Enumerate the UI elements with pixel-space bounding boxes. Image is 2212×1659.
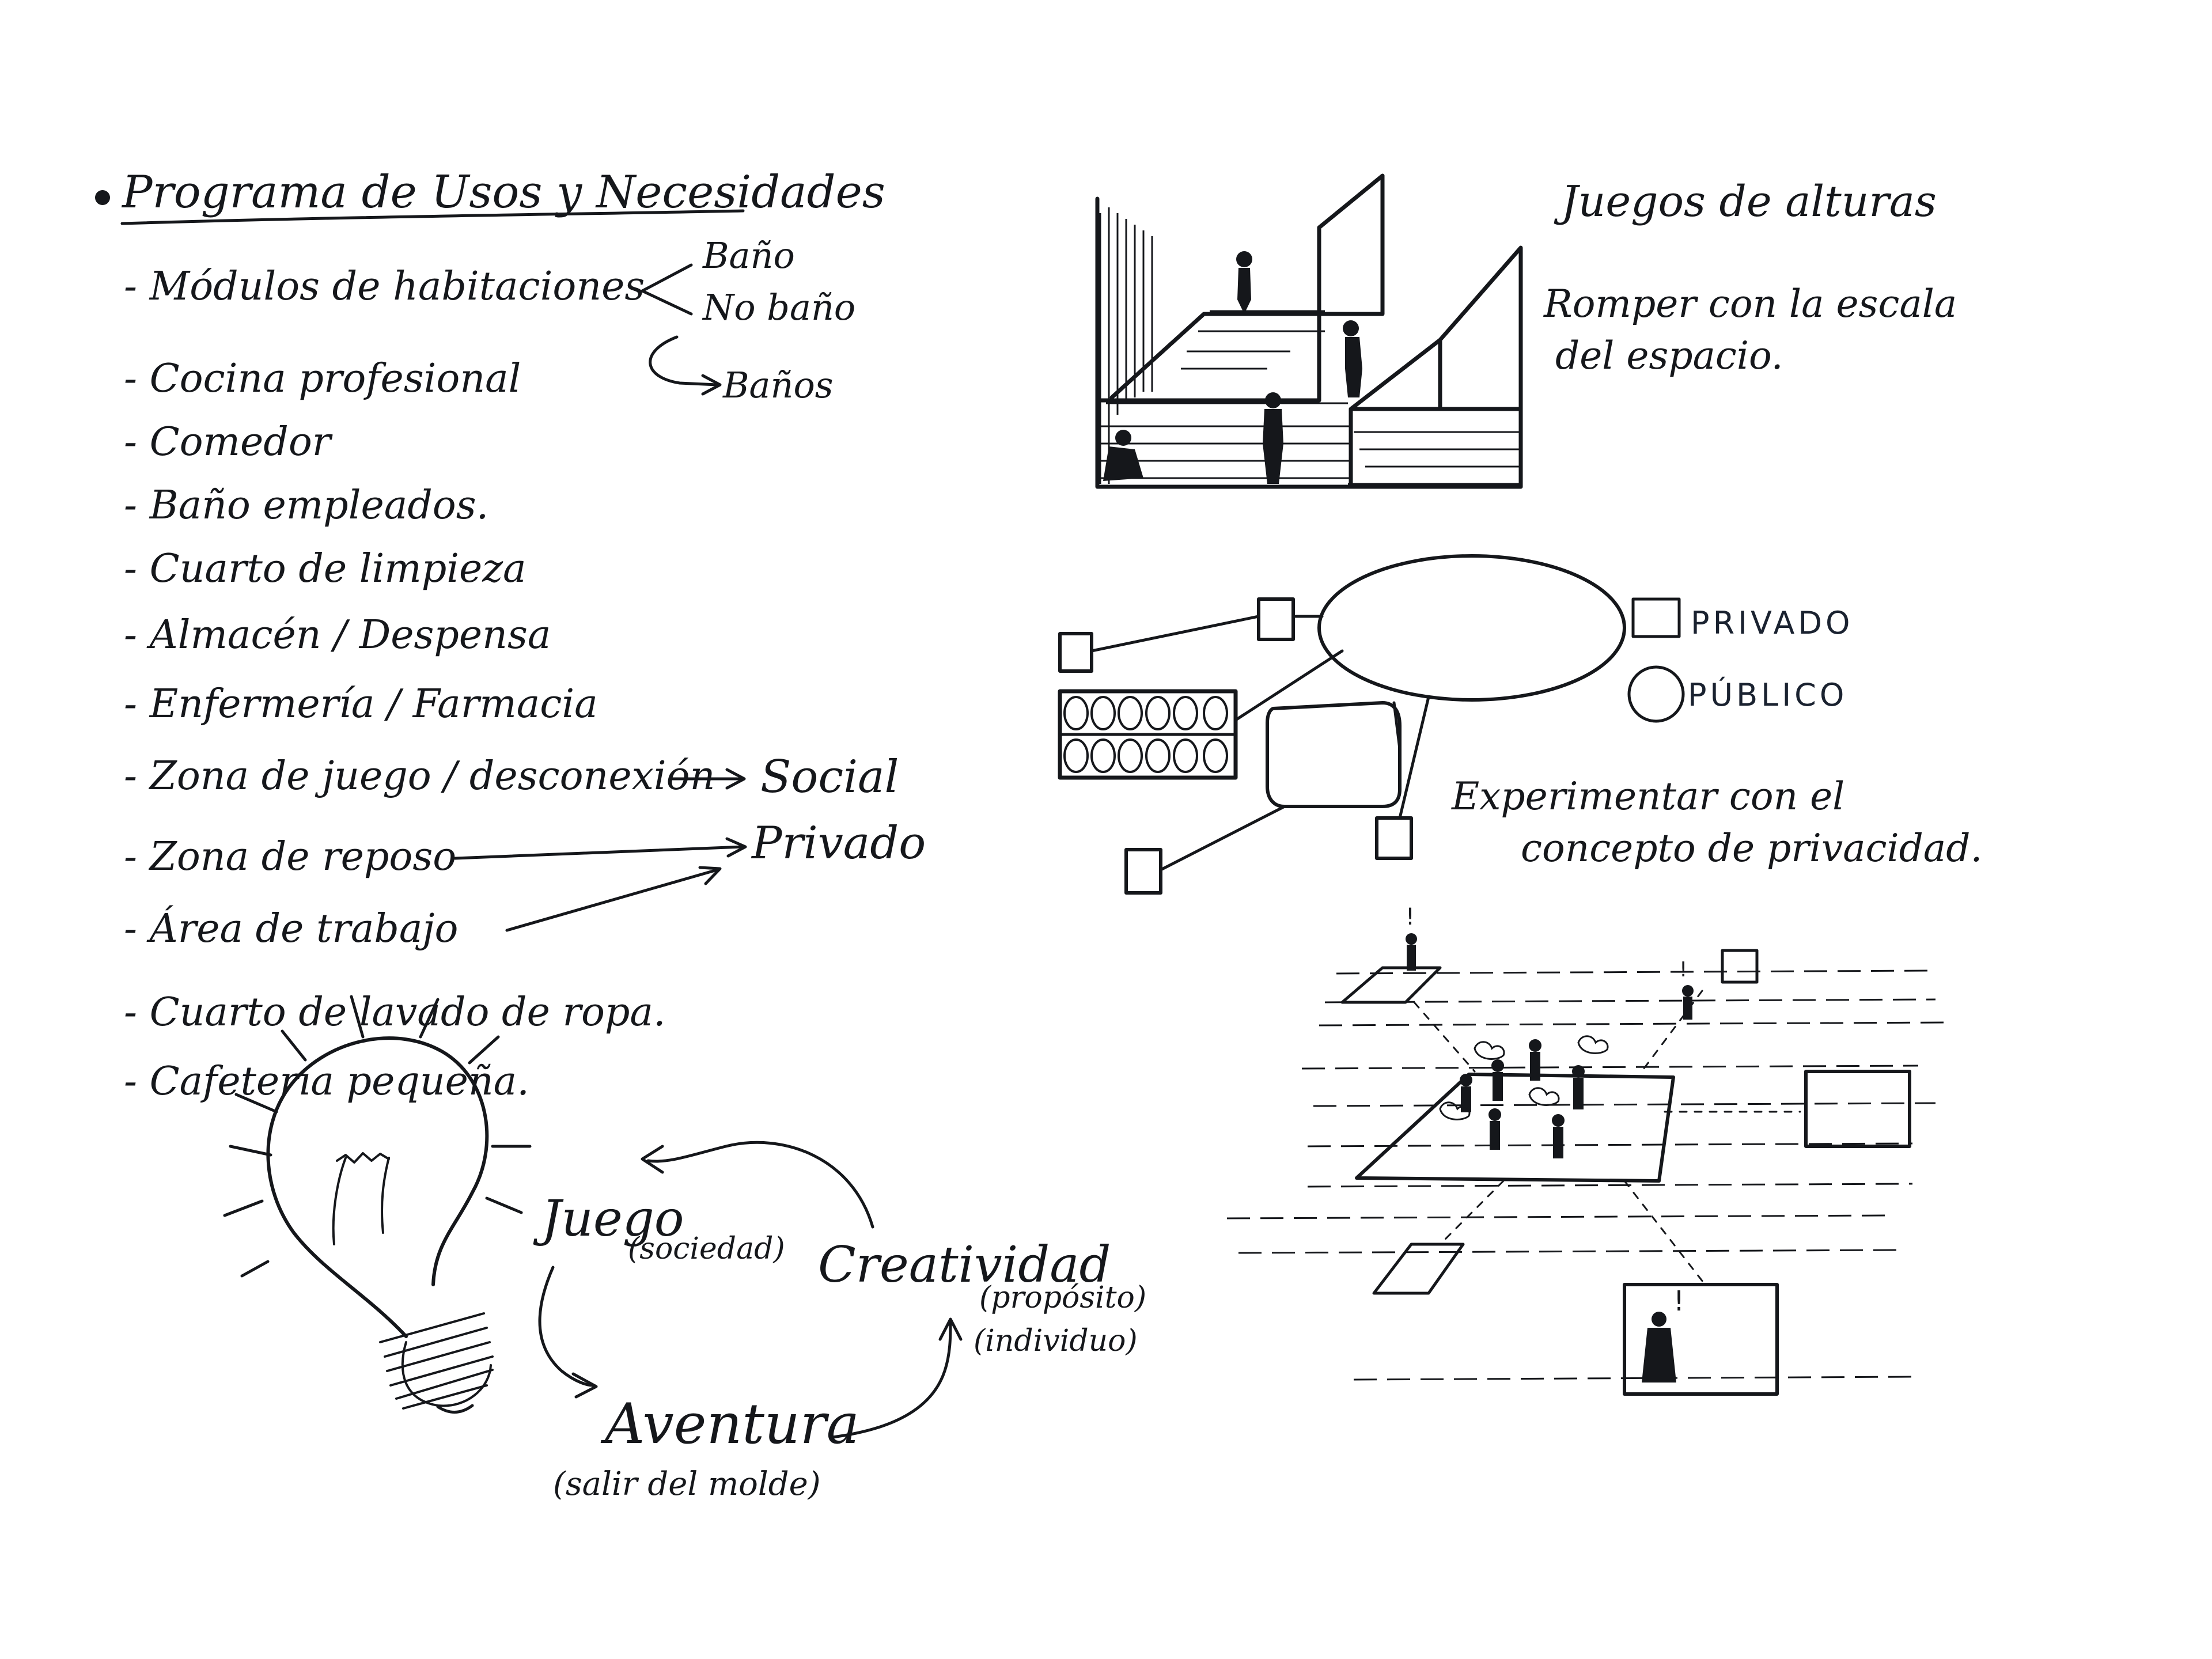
- person-icon: [1572, 1065, 1585, 1109]
- speech-clouds: [1439, 1035, 1609, 1120]
- branch-no-bano: No baño: [702, 286, 855, 328]
- box-bottom: [1623, 1283, 1779, 1396]
- bullet-dot: [95, 190, 110, 205]
- concept-aventura-sub: (salir del molde): [553, 1465, 821, 1503]
- privacy-diagram: PRIVADO PÚBLICO Experimentar con el conc…: [1058, 554, 1982, 895]
- program-item: - Cocina profesional: [124, 356, 521, 402]
- legend-private: PRIVADO: [1691, 605, 1854, 641]
- heights-sketch: Juegos de alturas Romper con la escala d…: [1095, 173, 1957, 489]
- person-icon: [1491, 1059, 1504, 1101]
- person-icon: [1682, 985, 1694, 1020]
- private-box: [1058, 632, 1093, 673]
- branch-bano: Baño: [702, 234, 795, 276]
- program-item: - Almacén / Despensa: [124, 612, 551, 658]
- lightbulb-icon: [223, 995, 532, 1414]
- connection-lines: [1090, 615, 1430, 872]
- person-icon: [1343, 320, 1362, 397]
- platform-top-left: [1340, 966, 1442, 1004]
- room-grid: [1058, 689, 1238, 780]
- arrow-aventura-to-creatividad: [831, 1320, 952, 1439]
- privacy-note-2: concepto de privacidad.: [1521, 826, 1982, 870]
- person-icon: [1552, 1114, 1565, 1158]
- program-item: - Cafetería pequeña.: [124, 1059, 529, 1104]
- concept-cycle: Juego (sociedad) Creatividad (propósito)…: [533, 1141, 1146, 1503]
- heights-title: Juegos de alturas: [1554, 177, 1937, 226]
- arrow-head: [938, 1317, 963, 1341]
- heights-note-1: Romper con la escala: [1543, 282, 1957, 326]
- brace: [641, 263, 693, 316]
- floor-outline: [1095, 173, 1523, 489]
- arrow-head: [725, 768, 746, 790]
- concept-juego-sub: (sociedad): [628, 1232, 785, 1266]
- label-privado: Privado: [751, 817, 926, 869]
- sightlines: [1413, 990, 1801, 1286]
- person-icon: [1529, 1039, 1541, 1081]
- person-icon: [1263, 392, 1283, 484]
- box-top-right: [1721, 949, 1759, 984]
- label-social: Social: [760, 751, 899, 803]
- concept-creatividad-sub1: (propósito): [979, 1281, 1146, 1315]
- program-item: - Comedor: [124, 419, 333, 465]
- program-item: - Zona de reposo: [124, 834, 456, 880]
- concept-juego: Juego: [533, 1190, 684, 1248]
- program-list: Programa de Usos y Necesidades - Módulos…: [95, 166, 926, 1104]
- program-item: - Baño empleados.: [124, 483, 488, 528]
- arrow-juego-to-aventura: [538, 1266, 595, 1387]
- arrow-to-banos: [649, 335, 719, 387]
- arrow-creatividad-to-juego: [646, 1141, 874, 1229]
- program-title: Programa de Usos y Necesidades: [121, 166, 885, 218]
- title-underline: [120, 209, 745, 225]
- arrow-head: [698, 866, 722, 885]
- alert-mark: !: [1679, 958, 1687, 982]
- program-item: - Enfermería / Farmacia: [124, 681, 598, 727]
- person-icon: [1103, 430, 1143, 481]
- arrow-head: [725, 837, 747, 858]
- arrow-head: [571, 1372, 598, 1399]
- legend-private-swatch: [1631, 597, 1681, 638]
- plaza-sketch: ! ! !: [1226, 904, 1948, 1396]
- heights-note-2: del espacio.: [1555, 334, 1783, 378]
- private-box: [1375, 816, 1413, 860]
- person-icon: [1406, 933, 1417, 971]
- person-icon: [1236, 251, 1252, 314]
- program-item: - Módulos de habitaciones: [124, 264, 645, 309]
- platform-main: [1355, 1073, 1675, 1183]
- public-bubble-small: [1266, 701, 1402, 808]
- alert-mark: !: [1406, 904, 1415, 930]
- concept-creatividad: Creatividad: [818, 1236, 1111, 1294]
- arrow-head: [641, 1145, 664, 1174]
- concept-aventura: Aventura: [600, 1392, 859, 1456]
- platform-bottom-left: [1372, 1243, 1465, 1295]
- legend-public: PÚBLICO: [1688, 677, 1847, 713]
- box-right: [1804, 1070, 1911, 1148]
- branch-banos: Baños: [722, 364, 834, 406]
- alert-mark: !: [1673, 1285, 1684, 1317]
- program-item: - Cuarto de limpieza: [124, 546, 527, 592]
- legend-public-swatch: [1627, 665, 1685, 723]
- public-bubble-large: [1317, 554, 1626, 702]
- program-item: - Área de trabajo: [124, 906, 458, 952]
- arrow-to-privado: [505, 868, 719, 932]
- arrow-head: [701, 374, 722, 396]
- person-icon: [1488, 1108, 1501, 1150]
- private-box: [1124, 848, 1162, 895]
- privacy-note-1: Experimentar con el: [1451, 774, 1844, 819]
- concept-creatividad-sub2: (individuo): [974, 1324, 1138, 1358]
- person-icon: [1642, 1312, 1676, 1382]
- program-item: - Cuarto de lavado de ropa.: [124, 990, 666, 1035]
- arrow-to-privado: [453, 845, 745, 860]
- hatching: [1097, 207, 1521, 485]
- program-item: - Zona de juego / desconexión: [124, 753, 715, 799]
- private-box: [1257, 597, 1295, 641]
